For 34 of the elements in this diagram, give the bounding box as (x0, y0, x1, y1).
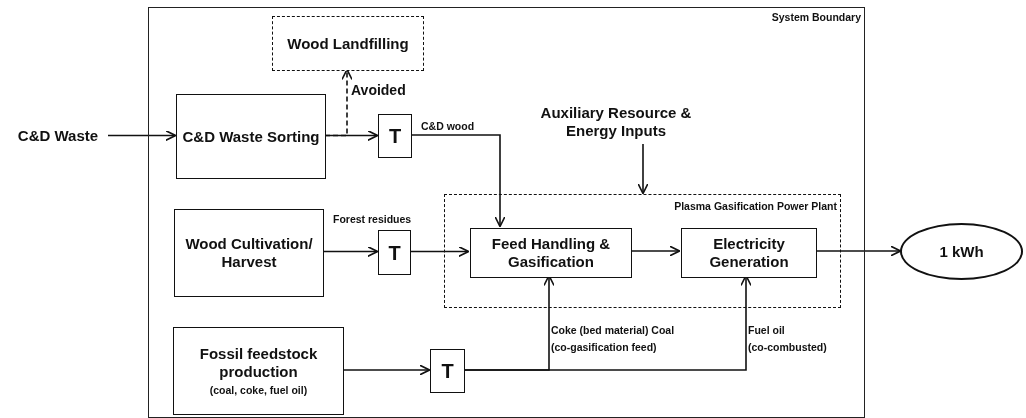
node-text: Wood Cultivation/ Harvest (184, 235, 314, 271)
process-box (681, 228, 817, 278)
arrow (410, 134, 506, 228)
process-box (470, 228, 632, 278)
node-text: T (441, 359, 454, 383)
arrow (322, 245, 379, 258)
avoided-process-box (272, 16, 424, 71)
node-text: 1 kWh (939, 242, 984, 261)
node-text: T (388, 124, 402, 148)
process-box (176, 94, 326, 179)
node-text: Wood Landfilling (287, 34, 409, 53)
plant-boundary-box (444, 194, 841, 308)
node-subtext: (coal, coke, fuel oil) (209, 384, 308, 397)
system-boundary-frame (148, 7, 865, 418)
transport-box (378, 114, 412, 158)
boundary-title: System Boundary (771, 11, 861, 24)
arrow (107, 129, 177, 142)
arrow (409, 245, 470, 258)
node-text: Auxiliary Resource & Energy Inputs (539, 104, 693, 140)
node-text: T (388, 240, 401, 265)
node-text: C&D Waste (17, 127, 99, 145)
edge-label: Fuel oil (co-combusted) (748, 323, 828, 355)
transport-box (430, 349, 465, 393)
process-box (174, 209, 324, 297)
edge-label: Coke (bed material) Coal (co-gasification feed) (551, 323, 676, 355)
boundary-title: Plasma Gasification Power Plant (674, 200, 837, 213)
node-text: Electricity Generation (708, 235, 790, 271)
process-box (173, 327, 344, 415)
node-text: Feed Handling & Gasification (490, 235, 612, 271)
arrow (342, 364, 431, 376)
node-text: C&D Waste Sorting (182, 127, 320, 146)
arrow (637, 143, 649, 195)
transport-box (378, 230, 411, 275)
node-text: Fossil feedstock production (198, 345, 319, 382)
